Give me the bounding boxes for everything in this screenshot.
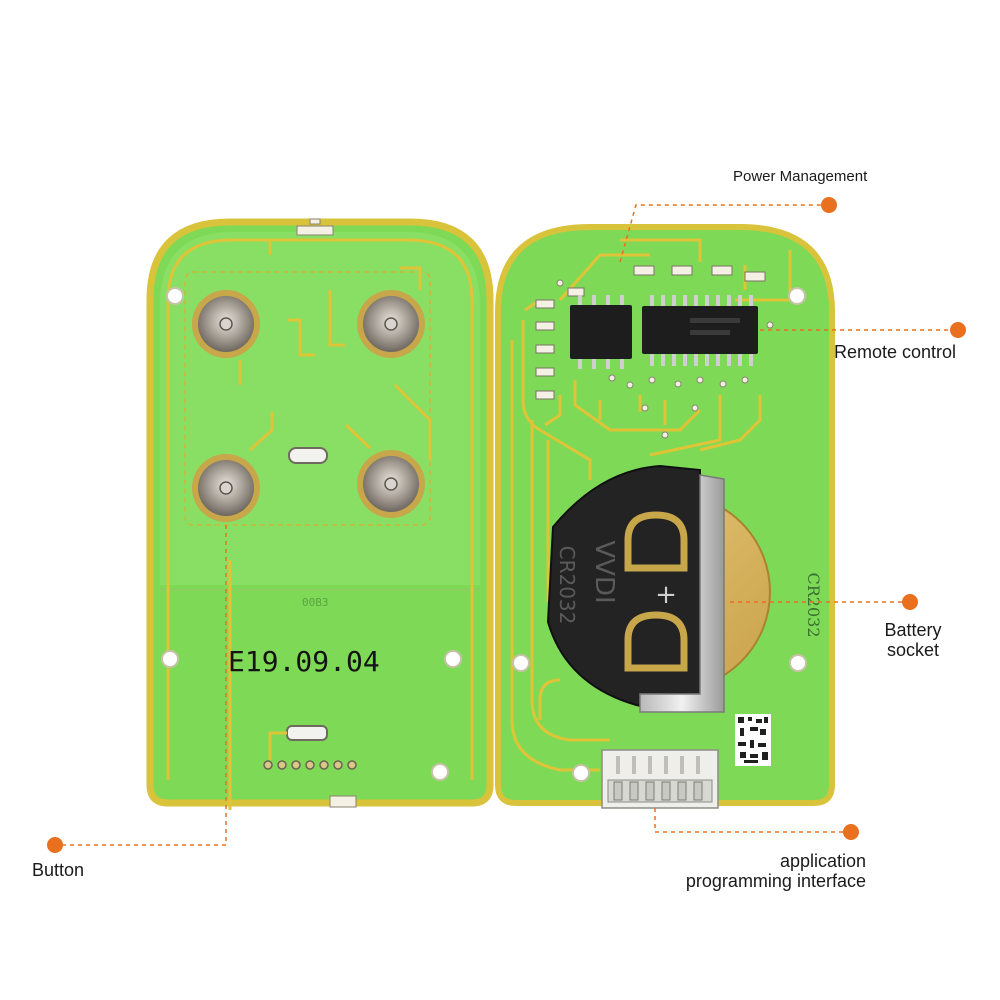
label-battery-socket: Battery socket	[878, 620, 948, 660]
callout-dot-button	[47, 837, 63, 853]
left-internal-traces	[228, 240, 432, 810]
right-hole-tr	[788, 287, 806, 305]
center-led	[288, 447, 328, 464]
left-pcb: 00B3 E19.09.04	[146, 218, 494, 810]
label-api-line1: application	[779, 851, 866, 871]
remote-control-chip	[642, 295, 758, 366]
callout-dots	[47, 197, 966, 853]
tactile-button-tl	[192, 290, 260, 358]
battery-clip	[639, 474, 725, 713]
date-code: E19.09.04	[228, 645, 380, 678]
label-remote-control: Remote control	[834, 342, 957, 362]
right-hole-ml	[512, 654, 530, 672]
left-pin-header	[263, 760, 357, 770]
right-pcb: + VVDI CR2032 CR2032	[495, 224, 835, 809]
label-power-management: Power Management	[733, 168, 868, 185]
right-hole-bl	[572, 764, 590, 782]
tactile-button-tr	[357, 290, 425, 358]
left-pcb-button-zone	[160, 232, 480, 585]
callout-dot-battery	[902, 594, 918, 610]
left-trace-ring	[166, 238, 474, 780]
battery-contact-bottom	[624, 611, 688, 672]
tactile-button-br	[357, 450, 425, 518]
label-application-programming-interface: application programming interface	[640, 851, 866, 891]
callout-lines	[55, 204, 958, 846]
callout-line-button	[55, 525, 227, 846]
programming-connector	[601, 749, 719, 809]
label-button: Button	[32, 860, 85, 880]
right-hole-mr	[789, 654, 807, 672]
left-hole-mr	[444, 650, 462, 668]
left-hole-tl	[166, 287, 184, 305]
label-api-line2: programming interface	[685, 871, 866, 891]
power-management-chip	[570, 295, 632, 369]
button-area-outline	[184, 271, 431, 526]
vias	[556, 279, 774, 439]
callout-dot-remote	[950, 322, 966, 338]
smd-components	[535, 265, 766, 400]
left-hole-ml	[161, 650, 179, 668]
battery-contact-top	[624, 511, 688, 572]
matrix-code	[735, 714, 771, 766]
label-battery-socket-line1: Battery	[884, 620, 942, 640]
callout-dot-power	[821, 197, 837, 213]
holder-brand-text: VVDI	[589, 540, 619, 603]
callout-line-power	[619, 204, 829, 263]
left-hole-br	[431, 763, 449, 781]
svg-text:+: +	[655, 580, 677, 610]
label-battery-socket-line2: socket	[886, 640, 940, 660]
callout-dot-api	[843, 824, 859, 840]
battery-type-silkscreen: CR2032	[804, 572, 823, 637]
callout-line-api	[654, 808, 851, 833]
holder-type-text: CR2032	[555, 546, 579, 625]
tactile-button-bl	[192, 454, 260, 522]
small-board-marking: 00B3	[302, 596, 329, 609]
